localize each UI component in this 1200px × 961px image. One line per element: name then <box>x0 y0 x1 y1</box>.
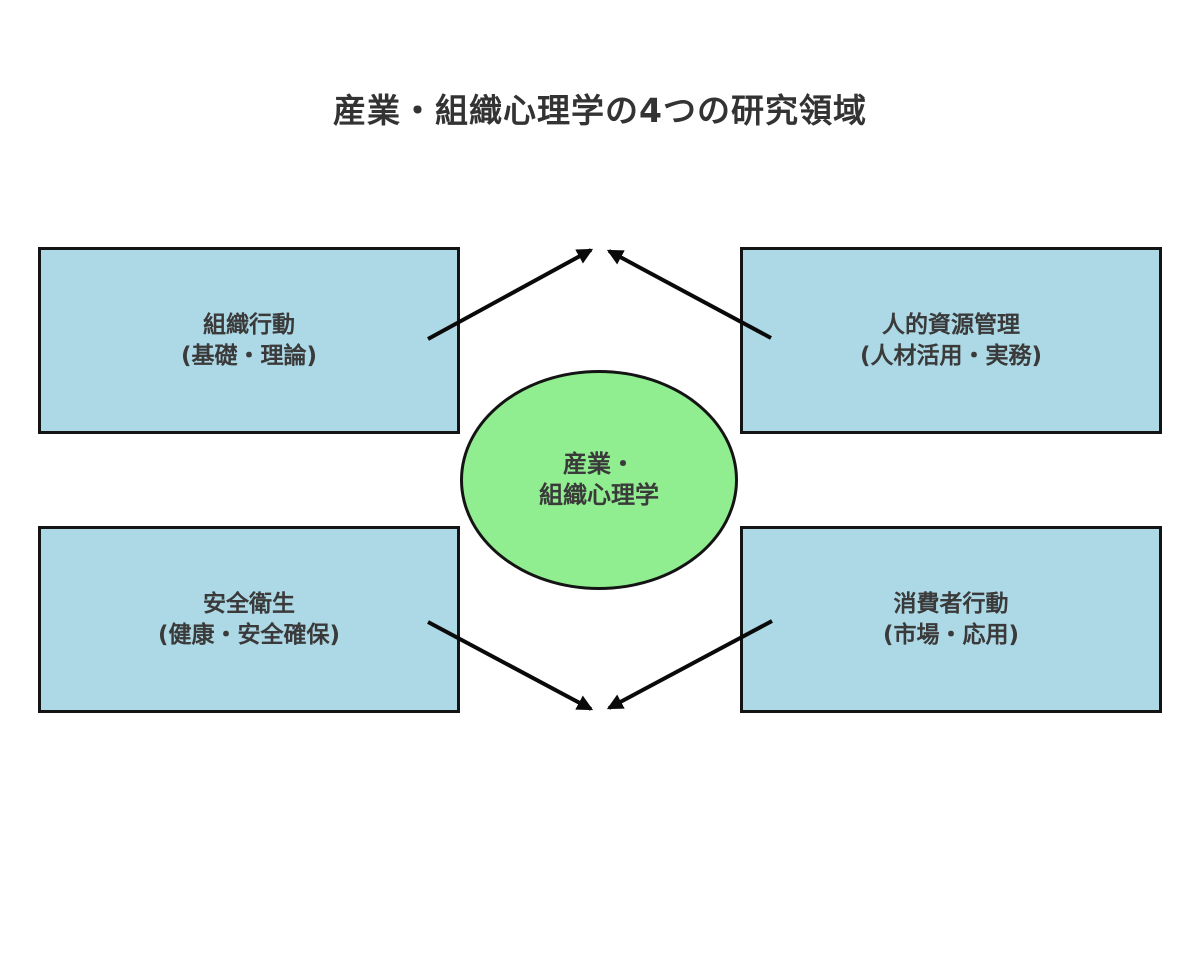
diagram-title: 産業・組織心理学の4つの研究領域 <box>333 91 867 130</box>
box-safety-and-health: 安全衛生 (健康・安全確保) <box>38 526 460 713</box>
box-organizational-behavior: 組織行動 (基礎・理論) <box>38 247 460 434</box>
box-human-resource-management: 人的資源管理 (人材活用・実務) <box>740 247 1162 434</box>
box-consumer-behavior: 消費者行動 (市場・応用) <box>740 526 1162 713</box>
box-organizational-behavior-label: 組織行動 <box>203 311 295 338</box>
box-human-resource-management-sublabel: (人材活用・実務) <box>859 342 1043 369</box>
ellipse-label-line2: 組織心理学 <box>539 481 659 509</box>
ellipse-label-line1: 産業・ <box>563 450 635 478</box>
box-safety-and-health-label: 安全衛生 <box>203 590 295 617</box>
box-consumer-behavior-label: 消費者行動 <box>893 590 1009 617</box>
ellipse-industrial-organizational-psychology: 産業・ 組織心理学 <box>460 370 738 590</box>
box-safety-and-health-sublabel: (健康・安全確保) <box>157 621 341 648</box>
box-consumer-behavior-sublabel: (市場・応用) <box>882 621 1020 648</box>
box-human-resource-management-label: 人的資源管理 <box>882 311 1020 338</box>
box-organizational-behavior-sublabel: (基礎・理論) <box>180 342 318 369</box>
